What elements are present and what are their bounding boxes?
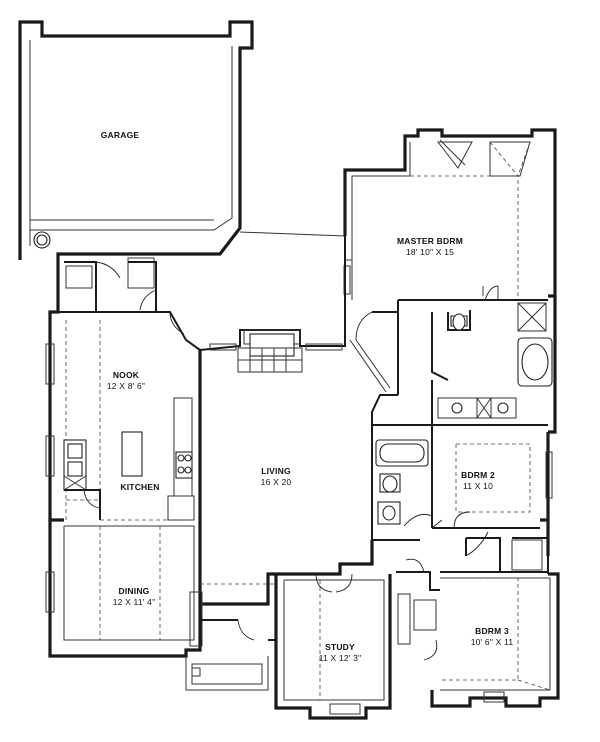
living-area — [198, 320, 374, 606]
room-name: KITCHEN — [120, 482, 160, 492]
hall-bath-area — [371, 432, 433, 541]
entry-porch-area — [185, 604, 276, 691]
room-label-garage: GARAGE — [101, 130, 140, 141]
master-bedroom-area — [343, 128, 557, 320]
room-dims: 12 X 11' 4" — [112, 597, 156, 607]
room-label-study: STUDY 11 X 12' 3" — [319, 642, 362, 664]
room-label-master: MASTER BDRM 18' 10" X 15 — [397, 236, 463, 258]
room-dims: 10' 6" X 11 — [470, 637, 514, 647]
room-name: BDRM 2 — [461, 470, 495, 480]
room-dims: 16 X 20 — [260, 477, 292, 487]
room-name: NOOK — [112, 370, 140, 380]
room-label-kitchen: KITCHEN — [120, 482, 159, 493]
room-name: BDRM 3 — [475, 626, 509, 636]
bedroom-3-area — [430, 571, 560, 708]
room-label-nook: NOOK 12 X 8' 6" — [107, 370, 145, 392]
room-label-bdrm3: BDRM 3 10' 6" X 11 — [471, 626, 514, 648]
hall-closets — [396, 531, 549, 661]
nook-kitchen-area — [45, 262, 201, 522]
master-bath-area — [349, 285, 557, 434]
room-dims: 12 X 8' 6" — [106, 381, 146, 391]
room-label-dining: DINING 12 X 11' 4" — [113, 586, 156, 608]
room-name: LIVING — [261, 466, 291, 476]
utility-area — [64, 257, 157, 312]
hearth — [237, 347, 303, 373]
room-dims: 11 X 10 — [462, 481, 494, 491]
study-area — [274, 573, 392, 720]
room-name: DINING — [118, 586, 150, 596]
room-label-living: LIVING 16 X 20 — [261, 466, 292, 488]
room-name: MASTER BDRM — [397, 236, 463, 246]
room-name: GARAGE — [100, 130, 140, 140]
room-label-bdrm2: BDRM 2 11 X 10 — [461, 470, 495, 492]
room-dims: 11 X 12' 3" — [318, 653, 362, 663]
room-name: STUDY — [325, 642, 355, 652]
garage-area — [18, 20, 346, 262]
room-dims: 18' 10" X 15 — [405, 247, 455, 257]
